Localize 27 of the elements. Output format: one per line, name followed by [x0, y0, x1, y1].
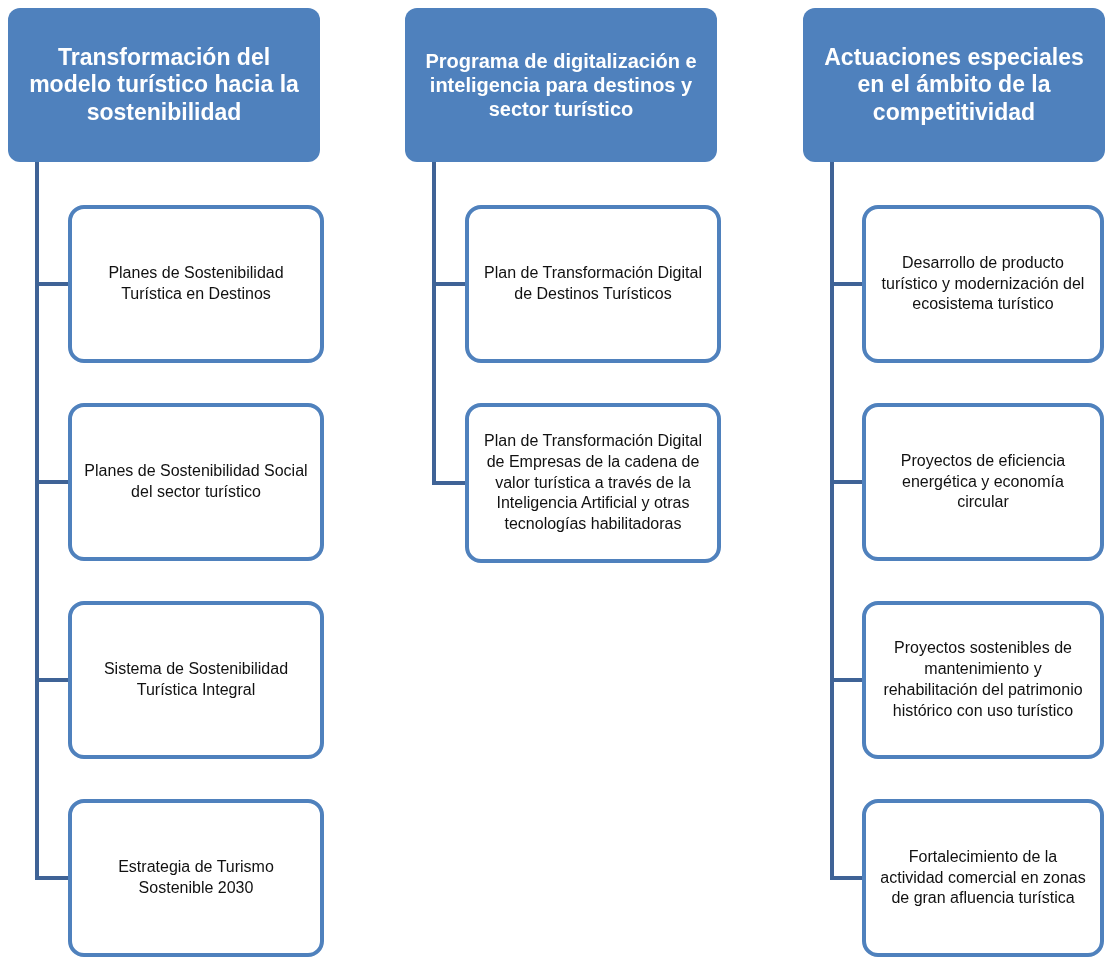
item-text: Plan de Transformación Digital de Destinos Turísticos [483, 263, 703, 304]
category-header [8, 8, 320, 162]
item-box [68, 601, 324, 759]
item-text: Desarrollo de producto turístico y modernización del ecosistema turístico [880, 252, 1086, 315]
item-box [465, 205, 721, 363]
item-box [68, 205, 324, 363]
item-box [862, 799, 1104, 957]
item-text: Planes de Sostenibilidad Social del sector turístico [83, 461, 309, 502]
item-text: Fortalecimiento de la actividad comercial en zonas de gran afluencia turística [879, 846, 1087, 909]
item-box [862, 601, 1104, 759]
header-text: Actuaciones especiales en el ámbito de la competitividad [823, 43, 1085, 127]
category-header [405, 8, 717, 162]
item-text: Proyectos sostenibles de mantenimiento y rehabilitación del patrimonio histórico con uso turístico [882, 638, 1084, 721]
item-text: Proyectos de eficiencia energética y economía circular [899, 450, 1067, 513]
item-text: Planes de Sostenibilidad Turística en Destinos [107, 263, 285, 304]
header-text: Transformación del modelo turístico hacia la sostenibilidad [28, 43, 300, 127]
item-text: Sistema de Sostenibilidad Turística Integral [102, 659, 290, 700]
category-header [803, 8, 1105, 162]
item-box [862, 205, 1104, 363]
item-text: Estrategia de Turismo Sostenible 2030 [117, 857, 275, 898]
header-text: Programa de digitalización e inteligencia para destinos y sector turístico [424, 49, 698, 121]
connector-line [432, 162, 465, 485]
item-box [68, 799, 324, 957]
item-box [862, 403, 1104, 561]
item-text: Plan de Transformación Digital de Empresas de la cadena de valor turística a través de la Inteligencia Artificial y otras tecnologías habilitadoras [483, 431, 703, 535]
item-box [465, 403, 721, 563]
item-box [68, 403, 324, 561]
